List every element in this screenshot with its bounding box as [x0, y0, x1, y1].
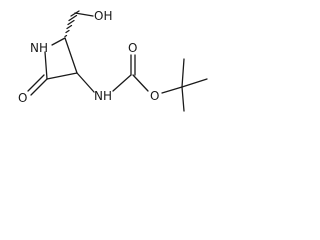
azetidinone-ring — [44, 37, 78, 80]
bond-tbu-me-right — [181, 78, 208, 88]
bond-tbu-me-bottom — [181, 86, 185, 112]
ester-oxygen-label: O — [150, 89, 159, 103]
lactam-carbonyl-double-bond — [27, 74, 48, 96]
bond-n1-c4 — [51, 37, 66, 46]
hashed-wedge-bond — [64, 10, 80, 38]
bond-c2-o-a — [30, 78, 48, 96]
tert-butyl-group — [181, 58, 208, 112]
bond-nh-c — [112, 74, 132, 92]
bond-c3-c2 — [46, 72, 78, 80]
ester-carbonyl-oxygen-label: O — [128, 41, 137, 55]
bond-tbu-me-top — [181, 58, 185, 88]
bond-c3-nh — [76, 72, 95, 93]
atom-labels: OH NH O NH O O — [18, 9, 159, 105]
bond-ch2-oh — [74, 12, 94, 17]
bond-c2-o-b — [27, 74, 45, 92]
bond-c4-c3 — [64, 37, 78, 74]
carbamate-carbonyl-double-bond — [130, 54, 136, 76]
hydroxyl-label: OH — [94, 9, 112, 23]
amide-nitrogen-label: NH — [94, 89, 112, 103]
bond-c-oester — [132, 74, 149, 92]
structural-formula: OH NH O NH O O — [18, 9, 208, 112]
ring-nitrogen-label: NH — [30, 41, 48, 55]
bond-c2-n1 — [44, 51, 48, 80]
bond-oester-ctbu — [161, 86, 183, 94]
carbonyl-oxygen-label: O — [18, 91, 27, 105]
